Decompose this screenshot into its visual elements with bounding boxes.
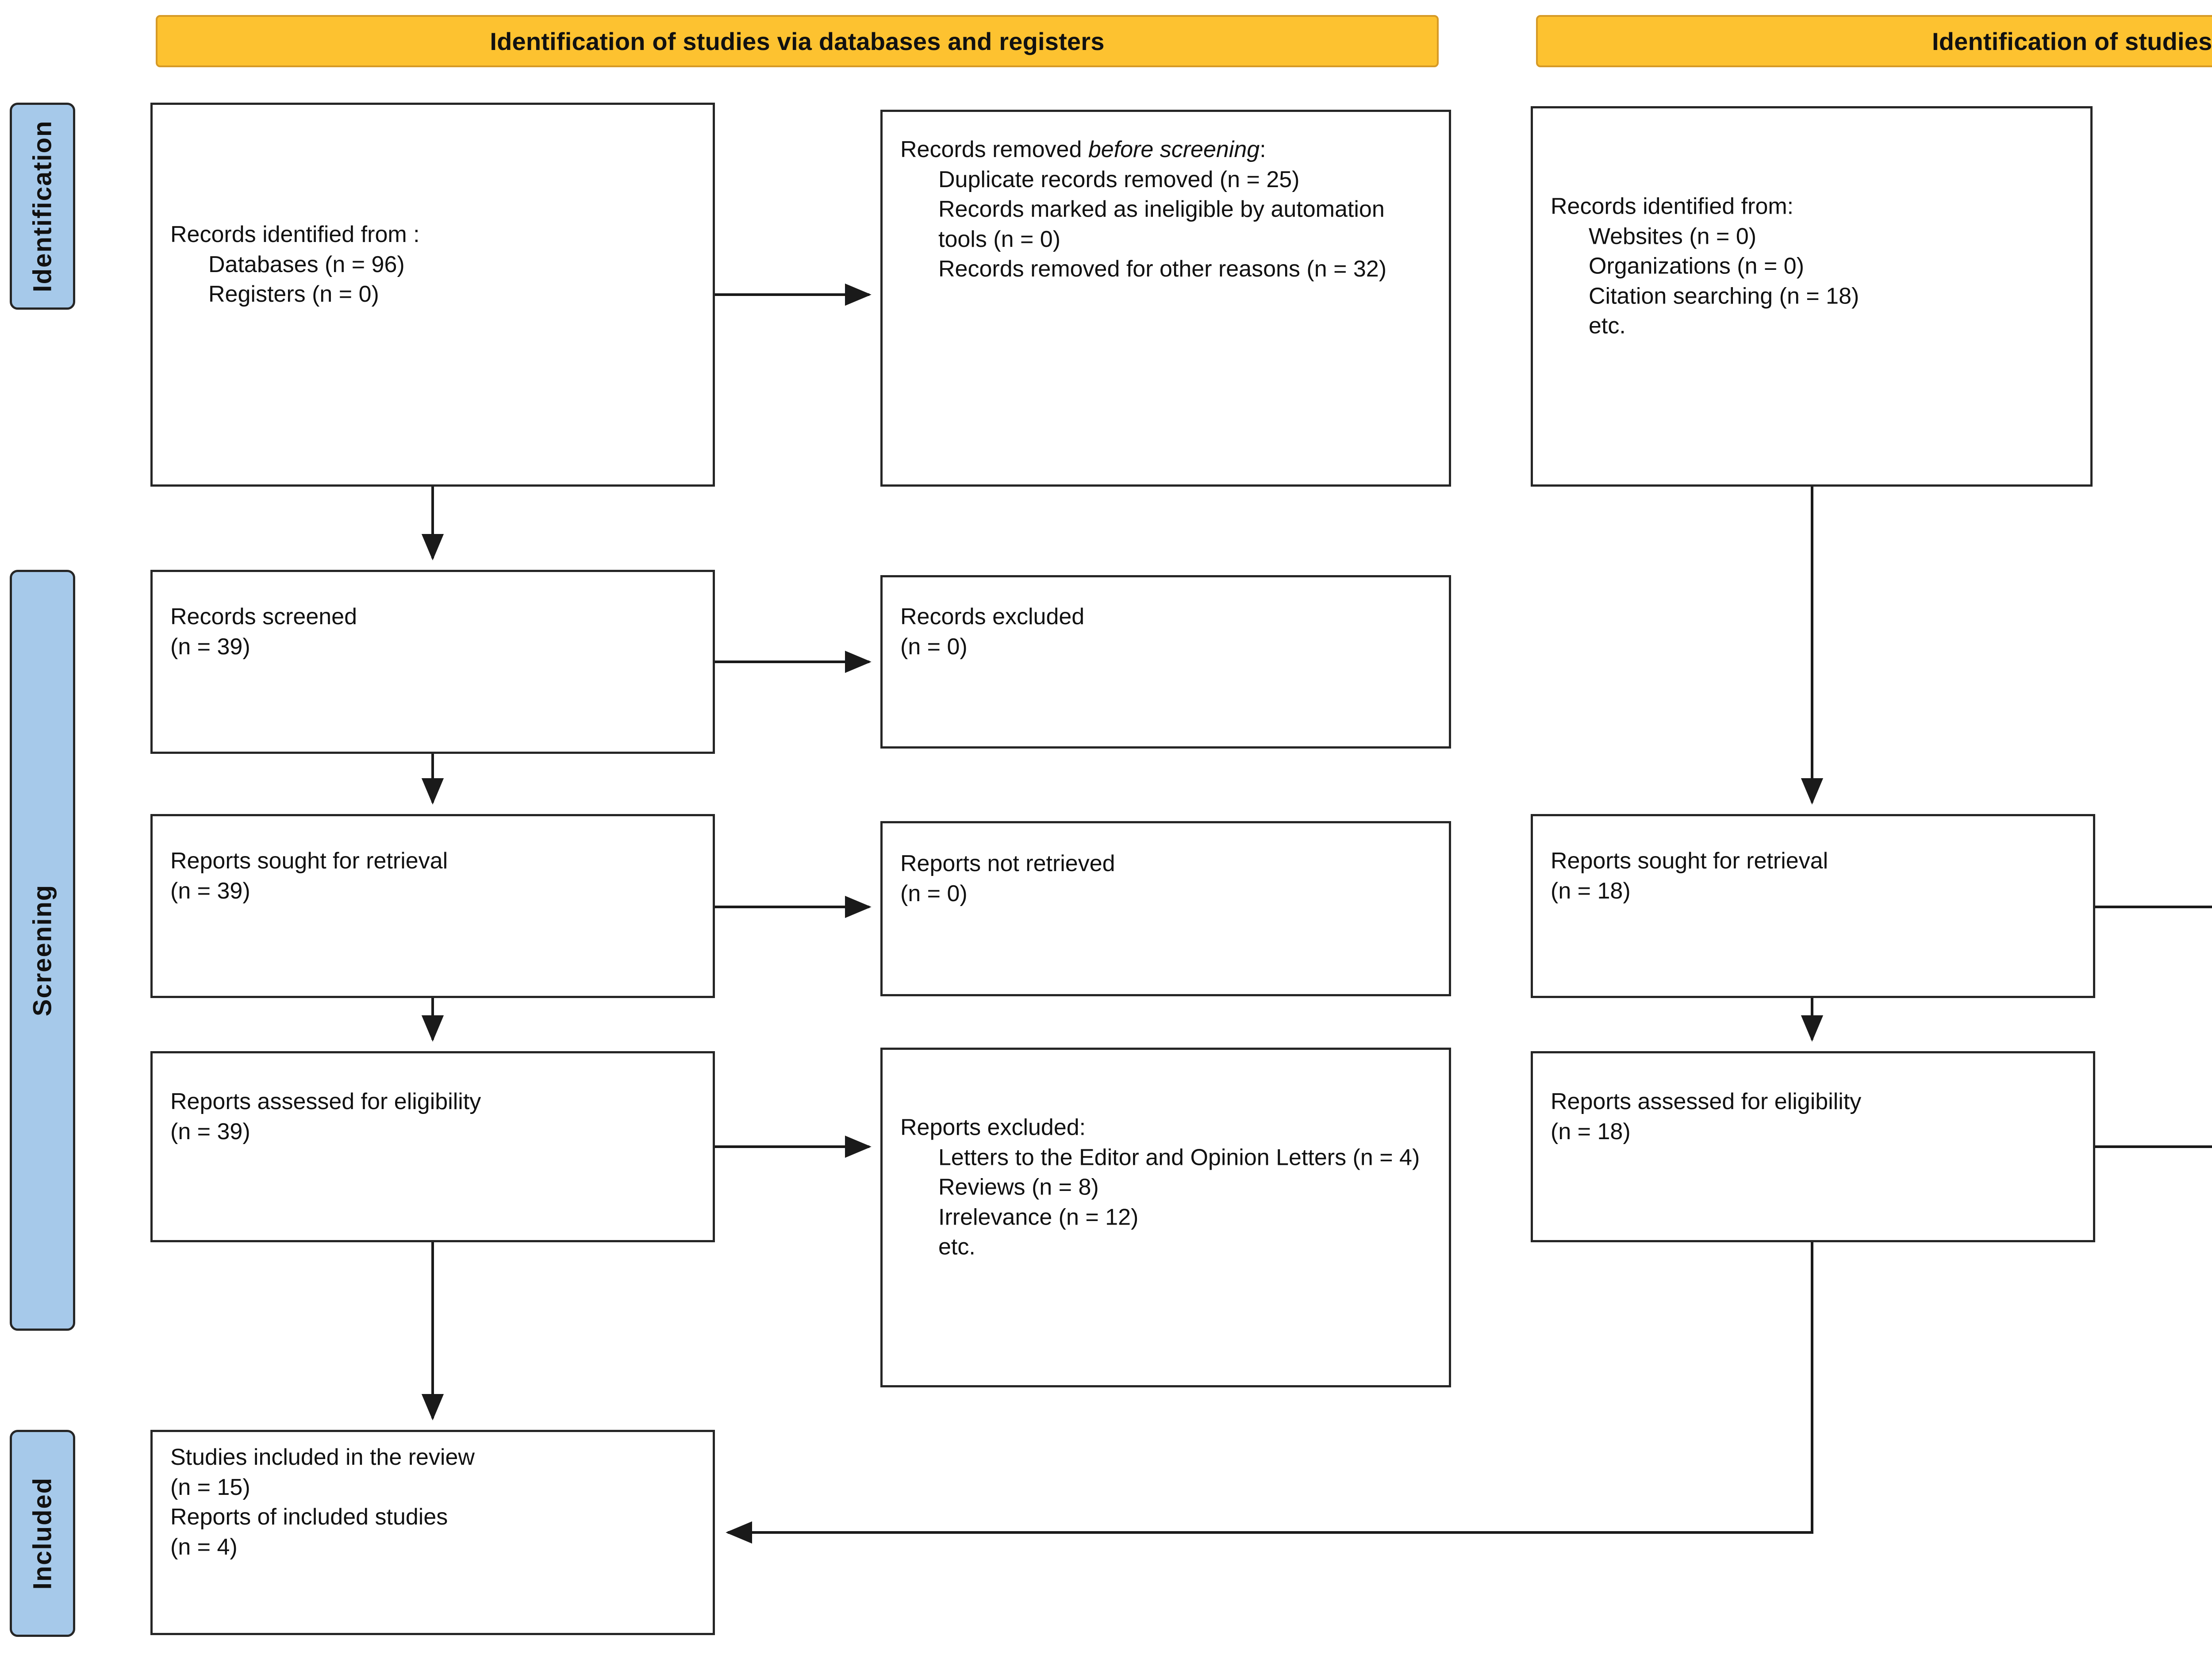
reports-excluded-left-line-0: Letters to the Editor and Opinion Letter… xyxy=(938,1144,1420,1171)
box-reports-sought-left: Reports sought for retrieval (n = 39) xyxy=(150,814,715,998)
records-identified-line-0: Databases (n = 96) xyxy=(208,251,405,277)
box-studies-included: Studies included in the review (n = 15) Re… xyxy=(150,1430,715,1635)
box-records-screened-text: Records screened (n = 39) xyxy=(170,602,701,722)
records-identified-other-line-1: Organizations (n = 0) xyxy=(1589,253,1805,279)
banner-right-label: Identification of studies via other meth… xyxy=(1932,27,2212,55)
reports-assessed-left-heading: Reports assessed for eligibility xyxy=(170,1088,481,1114)
box-records-identified-other-text: Records identified from: Websites (n = 0)… xyxy=(1551,192,2079,401)
records-identified-other-line-0: Websites (n = 0) xyxy=(1589,223,1757,250)
records-identified-line-1: Registers (n = 0) xyxy=(208,281,379,307)
records-identified-other-heading: Records identified from: xyxy=(1551,193,1794,219)
studies-included-line1: Studies included in the review xyxy=(170,1444,475,1471)
phase-screening-text: Screening xyxy=(28,884,57,1017)
box-reports-not-retrieved-left-text: Reports not retrieved (n = 0) xyxy=(900,849,1437,968)
box-reports-assessed-right-text: Reports assessed for eligibility (n = 18) xyxy=(1551,1087,2081,1206)
reports-assessed-right-count: (n = 18) xyxy=(1551,1118,1631,1144)
reports-sought-left-count: (n = 39) xyxy=(170,878,250,904)
box-reports-not-retrieved-left: Reports not retrieved (n = 0) xyxy=(880,821,1451,996)
phase-identification-text: Identification xyxy=(28,120,57,292)
banner-left-label: Identification of studies via databases … xyxy=(490,27,1105,55)
phase-label-included: Included xyxy=(10,1430,75,1637)
box-records-removed-before-screening: Records removed before screening: Duplica… xyxy=(880,110,1451,487)
records-identified-other-line-3: etc. xyxy=(1589,313,1626,339)
box-studies-included-text: Studies included in the review (n = 15) Re… xyxy=(170,1443,701,1622)
box-records-removed-text: Records removed before screening: Duplica… xyxy=(900,112,1437,344)
phase-label-identification: Identification xyxy=(10,103,75,310)
reports-not-retrieved-left-heading: Reports not retrieved xyxy=(900,850,1115,876)
banner-other-methods: Identification of studies via other meth… xyxy=(1536,15,2212,67)
records-screened-heading: Records screened xyxy=(170,603,357,630)
box-records-excluded: Records excluded (n = 0) xyxy=(880,575,1451,749)
records-excluded-count: (n = 0) xyxy=(900,634,968,660)
records-excluded-heading: Records excluded xyxy=(900,603,1085,630)
records-removed-line-0: Duplicate records removed (n = 25) xyxy=(938,166,1300,192)
banner-databases-registers: Identification of studies via databases … xyxy=(156,15,1439,67)
studies-included-line3: Reports of included studies xyxy=(170,1504,448,1530)
records-removed-line-1: Records marked as ineligible by automati… xyxy=(938,196,1391,252)
box-records-excluded-text: Records excluded (n = 0) xyxy=(900,602,1437,722)
studies-included-line2: (n = 15) xyxy=(170,1474,250,1500)
reports-assessed-right-heading: Reports assessed for eligibility xyxy=(1551,1088,1862,1114)
box-reports-excluded-left: Reports excluded: Letters to the Editor a… xyxy=(880,1048,1451,1387)
reports-excluded-left-line-3: etc. xyxy=(938,1234,975,1260)
records-screened-count: (n = 39) xyxy=(170,634,250,660)
reports-excluded-left-line-1: Reviews (n = 8) xyxy=(938,1174,1099,1200)
reports-excluded-left-heading: Reports excluded: xyxy=(900,1114,1086,1141)
box-records-screened: Records screened (n = 39) xyxy=(150,570,715,754)
records-removed-line-2: Records removed for other reasons (n = 3… xyxy=(938,256,1387,282)
records-removed-heading-italic: before screening xyxy=(1088,137,1260,162)
box-reports-assessed-left-text: Reports assessed for eligibility (n = 39) xyxy=(170,1087,701,1206)
box-reports-sought-left-text: Reports sought for retrieval (n = 39) xyxy=(170,846,701,966)
records-identified-heading: Records identified from : xyxy=(170,222,420,248)
records-removed-heading-plain: Records removed xyxy=(900,137,1088,162)
reports-excluded-left-line-2: Irrelevance (n = 12) xyxy=(938,1204,1139,1230)
reports-assessed-left-count: (n = 39) xyxy=(170,1118,250,1144)
box-records-identified-databases-text: Records identified from : Databases (n = … xyxy=(170,220,701,369)
box-reports-sought-right: Reports sought for retrieval (n = 18) xyxy=(1531,814,2095,998)
studies-included-line4: (n = 4) xyxy=(170,1534,238,1560)
records-removed-heading-tail: : xyxy=(1260,137,1266,162)
reports-sought-left-heading: Reports sought for retrieval xyxy=(170,848,448,874)
records-identified-other-line-2: Citation searching (n = 18) xyxy=(1589,283,1859,309)
reports-not-retrieved-left-count: (n = 0) xyxy=(900,880,968,906)
reports-sought-right-heading: Reports sought for retrieval xyxy=(1551,848,1828,874)
phase-included-text: Included xyxy=(28,1477,57,1590)
box-records-identified-databases: Records identified from : Databases (n = … xyxy=(150,103,715,487)
reports-sought-right-count: (n = 18) xyxy=(1551,878,1631,904)
box-reports-sought-right-text: Reports sought for retrieval (n = 18) xyxy=(1551,846,2081,966)
box-reports-excluded-left-text: Reports excluded: Letters to the Editor a… xyxy=(900,1113,1437,1322)
box-reports-assessed-left: Reports assessed for eligibility (n = 39) xyxy=(150,1051,715,1242)
box-records-identified-other-methods: Records identified from: Websites (n = 0)… xyxy=(1531,106,2093,487)
box-reports-assessed-right: Reports assessed for eligibility (n = 18) xyxy=(1531,1051,2095,1242)
phase-label-screening: Screening xyxy=(10,570,75,1331)
